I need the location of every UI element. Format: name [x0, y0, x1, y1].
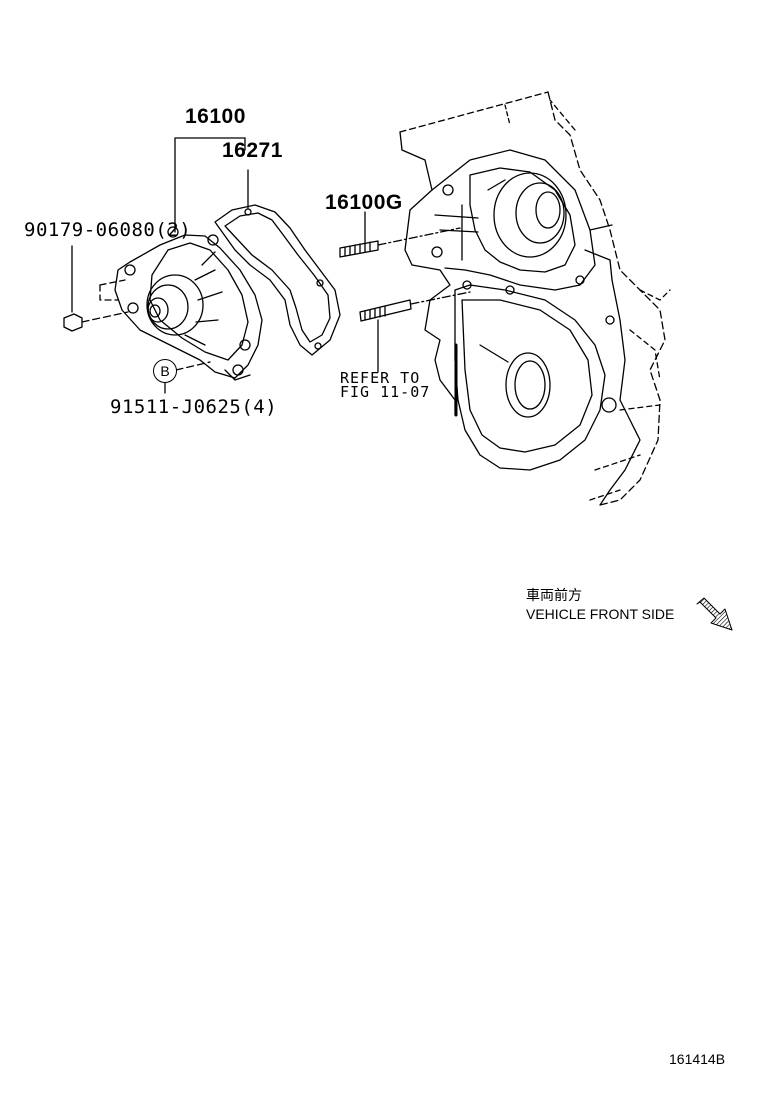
diagram-code: 161414B — [669, 1051, 726, 1067]
label-stud-kit[interactable]: 16100G — [325, 191, 403, 214]
stud-b-leader — [164, 361, 211, 394]
direction-arrow-shape — [696, 597, 733, 631]
refer-to-line2[interactable]: FIG 11-07 — [340, 383, 431, 401]
vehicle-front-english: VEHICLE FRONT SIDE — [526, 606, 675, 622]
label-gasket[interactable]: 16271 — [222, 139, 283, 162]
refer-to-line1: REFER TO — [340, 369, 421, 387]
label-stud-bolt[interactable]: 91511-J0625(4) — [110, 396, 278, 418]
stud-bolts-illustration — [339, 211, 471, 373]
reference-badge: B — [153, 359, 177, 383]
water-pump-illustration — [114, 137, 263, 381]
engine-block-illustration — [399, 91, 671, 506]
gasket-illustration — [214, 169, 341, 356]
vehicle-front-japanese: 車両前方 — [526, 587, 582, 603]
label-water-pump-assy[interactable]: 16100 — [185, 105, 246, 128]
bolt-illustration — [63, 245, 129, 332]
label-bolt[interactable]: 90179-06080(2) — [24, 219, 192, 241]
